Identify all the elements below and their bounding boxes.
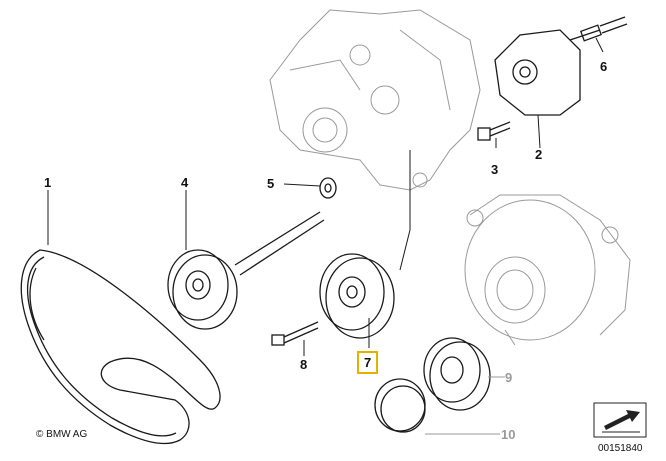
bolt-6 — [579, 16, 628, 42]
leader-lines — [47, 37, 604, 356]
bolt-3 — [477, 121, 511, 141]
belt-tensioner — [494, 29, 601, 116]
callout-7[interactable]: 7 — [357, 351, 379, 374]
callout-4[interactable]: 4 — [181, 175, 189, 190]
callout-2[interactable]: 2 — [535, 147, 543, 162]
callout-8[interactable]: 8 — [300, 357, 308, 372]
copyright-text: © BMW AG — [36, 429, 88, 440]
alternator — [464, 194, 631, 346]
drive-belt — [20, 249, 221, 445]
pulley-9 — [423, 337, 491, 411]
callout-9[interactable]: 9 — [505, 370, 513, 385]
washer-5 — [319, 177, 337, 199]
bolt-8 — [271, 321, 319, 346]
idler-pulley-4 — [167, 211, 325, 330]
callout-10[interactable]: 10 — [501, 427, 516, 442]
callout-3[interactable]: 3 — [491, 162, 499, 177]
leader-lines-grey — [425, 376, 505, 435]
arrow-tag-icon — [593, 402, 647, 438]
callout-5[interactable]: 5 — [267, 176, 275, 191]
deflection-pulley-7 — [319, 253, 395, 339]
callout-1[interactable]: 1 — [44, 175, 52, 190]
cover-cap-10 — [374, 378, 426, 433]
document-number: 00151840 — [598, 443, 643, 454]
callout-6[interactable]: 6 — [600, 59, 608, 74]
engine-block — [269, 9, 481, 191]
